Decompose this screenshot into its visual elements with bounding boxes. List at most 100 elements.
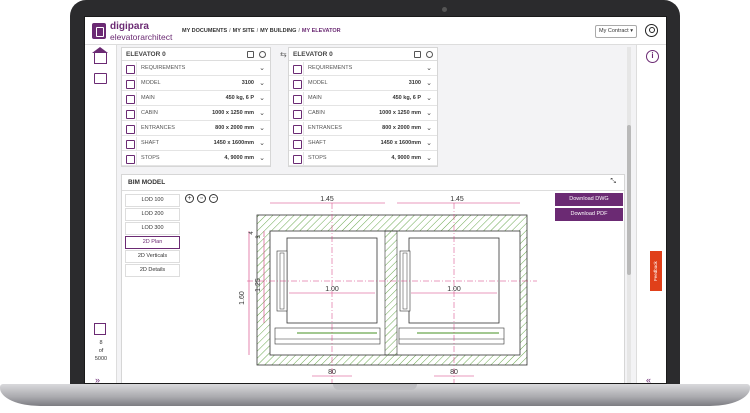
row-label: MODEL (308, 80, 328, 86)
laptop-base (0, 384, 750, 406)
breadcrumb-separator: / (298, 28, 300, 34)
divider-wall (384, 230, 398, 356)
chevron-down-icon[interactable]: ⌄ (259, 80, 265, 87)
row-value: 3100 (241, 80, 254, 86)
duplicate-icon[interactable] (247, 51, 254, 58)
chevron-down-icon[interactable]: ⌄ (259, 110, 265, 117)
chevron-down-icon[interactable]: ⌄ (259, 125, 265, 132)
breadcrumb-site[interactable]: MY SITE (232, 28, 255, 34)
stops-icon (123, 152, 137, 165)
swap-icon[interactable]: ⇆ (280, 50, 287, 59)
elevator-counter: 8 of 5000 (85, 339, 117, 363)
dim-door-width-left: 80 (328, 369, 336, 376)
row-value: 3100 (408, 80, 421, 86)
close-icon[interactable] (259, 51, 266, 58)
breadcrumb-documents[interactable]: MY DOCUMENTS (182, 28, 228, 34)
download-pdf-button[interactable]: Download PDF (555, 208, 623, 221)
expand-right-icon[interactable]: « (646, 375, 652, 384)
chevron-down-icon[interactable]: ⌄ (426, 125, 432, 132)
dim-cabin-width-right: 1.00 (447, 286, 461, 293)
right-sidebar: i Feedback « (636, 45, 666, 384)
row-label: MAIN (141, 95, 155, 101)
cabin-icon (123, 107, 137, 120)
elevator-header: ELEVATOR 0 (122, 48, 270, 61)
zoom-out-icon[interactable]: − (209, 194, 218, 203)
gear-icon (290, 92, 304, 105)
download-dwg-button[interactable]: Download DWG (555, 193, 623, 206)
chevron-down-icon[interactable]: ⌄ (426, 80, 432, 87)
model-icon (123, 77, 137, 90)
row-entrances[interactable]: ENTRANCES 800 x 2000 mm ⌄ (122, 121, 270, 136)
shaft-icon (123, 137, 137, 150)
divider (122, 190, 624, 191)
dim-shaft-depth: 1.60 (239, 291, 246, 305)
close-icon[interactable] (426, 51, 433, 58)
duplicate-icon[interactable] (414, 51, 421, 58)
laptop-notch (333, 384, 417, 390)
info-icon[interactable]: i (646, 50, 659, 63)
row-value: 4, 9000 mm (391, 155, 421, 161)
breadcrumb-elevator[interactable]: MY ELEVATOR (301, 28, 341, 34)
verticals-2d-button[interactable]: 2D Verticals (125, 250, 180, 263)
zoom-in-icon[interactable]: + (185, 194, 194, 203)
contract-dropdown[interactable]: My Contract ▾ (595, 25, 637, 38)
shaft-plan-drawing[interactable]: 1.45 1.45 1.00 1.00 80 80 1.60 1.25 4 3 (217, 193, 547, 384)
row-label: STOPS (141, 155, 160, 161)
collapse-icon[interactable]: ⤡ (610, 178, 616, 185)
chevron-down-icon[interactable]: ⌄ (426, 95, 432, 102)
folder-icon[interactable] (94, 73, 107, 84)
row-label: MODEL (141, 80, 161, 86)
chevron-down-icon[interactable]: ⌄ (426, 140, 432, 147)
row-requirements[interactable]: REQUIREMENTS⌄ (122, 61, 270, 76)
row-model[interactable]: MODEL 3100 ⌄ (122, 76, 270, 91)
chevron-down-icon[interactable]: ⌄ (259, 155, 265, 162)
plan-2d-button[interactable]: 2D Plan (125, 236, 180, 249)
details-2d-button[interactable]: 2D Details (125, 264, 180, 277)
row-model[interactable]: MODEL 3100 ⌄ (289, 76, 437, 91)
dim-small-b: 3 (256, 235, 262, 239)
counter-total: 5000 (94, 356, 108, 362)
row-label: ENTRANCES (141, 125, 175, 131)
row-value: 1000 x 1250 mm (379, 110, 421, 116)
chevron-down-icon[interactable]: ⌄ (259, 65, 265, 72)
feedback-tab[interactable]: Feedback (650, 251, 662, 291)
lod-200-button[interactable]: LOD 200 (125, 208, 180, 221)
home-icon[interactable] (92, 47, 108, 64)
brand-product: elevatorarchitect (110, 32, 173, 42)
logo-icon[interactable] (92, 23, 106, 39)
cabin-icon (290, 107, 304, 120)
chevron-down-icon[interactable]: ⌄ (259, 95, 265, 102)
lod-100-button[interactable]: LOD 100 (125, 194, 180, 207)
gear-icon (123, 92, 137, 105)
breadcrumb-building[interactable]: MY BUILDING (260, 28, 297, 34)
zoom-fit-icon[interactable]: ▫ (197, 194, 206, 203)
top-bar: digipara elevatorarchitect MY DOCUMENTS/… (85, 17, 666, 45)
chevron-down-icon[interactable]: ⌄ (426, 110, 432, 117)
stops-icon (290, 152, 304, 165)
chevron-down-icon[interactable]: ⌄ (426, 65, 432, 72)
row-requirements[interactable]: REQUIREMENTS⌄ (289, 61, 437, 76)
bim-model-panel: BIM MODEL ⤡ LOD 100 LOD 200 LOD 300 2D P… (121, 174, 625, 384)
user-icon[interactable] (645, 24, 658, 37)
chevron-down-icon[interactable]: ⌄ (426, 155, 432, 162)
requirements-icon (123, 62, 137, 75)
lod-300-button[interactable]: LOD 300 (125, 222, 180, 235)
row-value: 800 x 2000 mm (215, 125, 254, 131)
camera (442, 7, 447, 12)
scrollbar-thumb[interactable] (627, 125, 631, 275)
expand-left-icon[interactable]: » (95, 375, 101, 384)
chevron-down-icon[interactable]: ⌄ (259, 140, 265, 147)
dim-small-a: 4 (249, 231, 255, 235)
cube-icon (94, 323, 106, 335)
row-label: SHAFT (141, 140, 160, 146)
